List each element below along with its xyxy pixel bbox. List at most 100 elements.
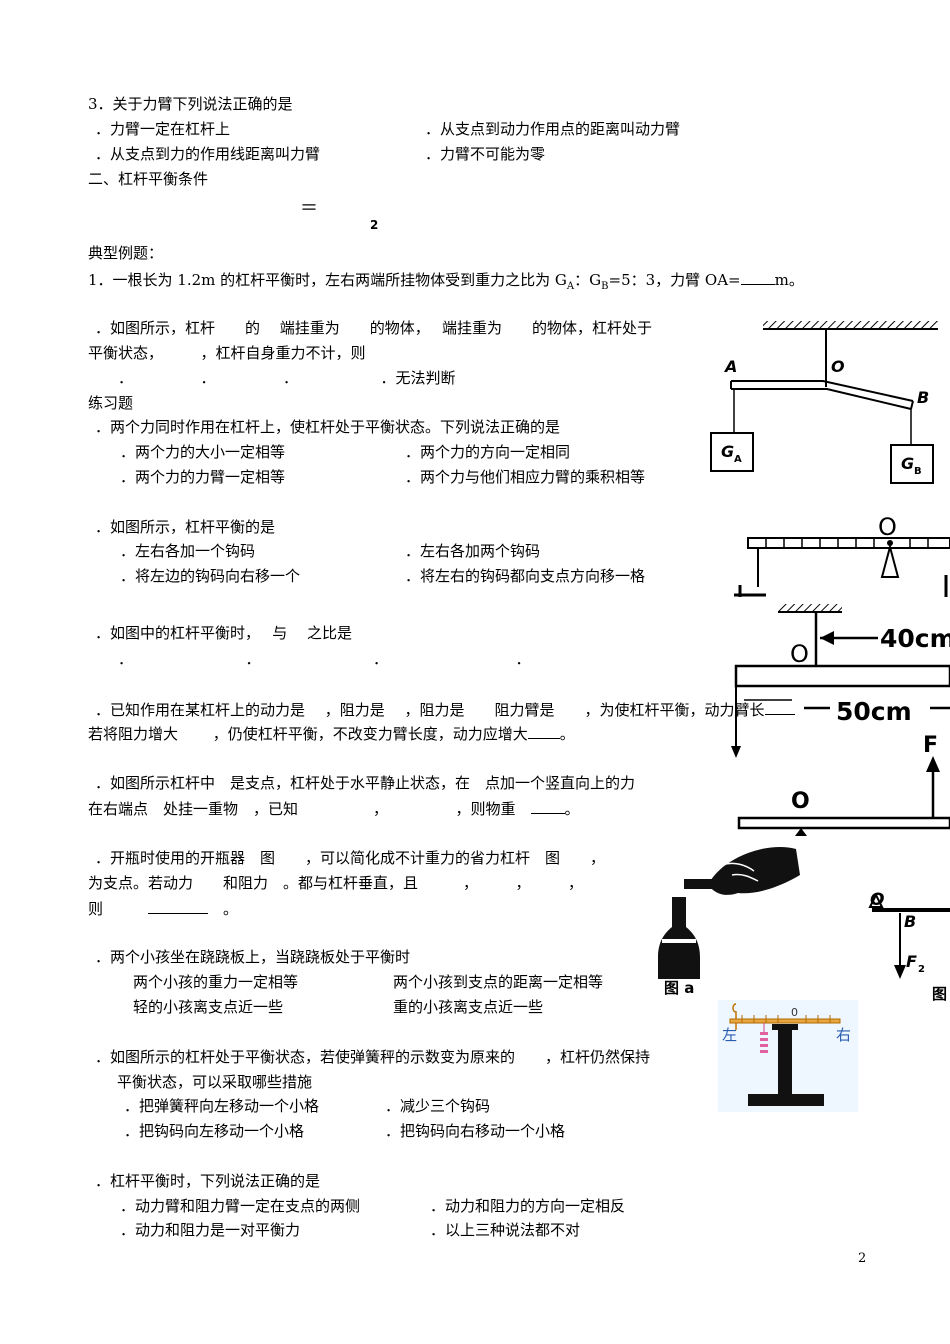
practice-7-option-a: 两个小孩的重力一定相等 [133, 973, 299, 991]
q3-option-a: ．力臂一定在杠杆上 [95, 120, 231, 138]
practice-4-end: 。 [559, 725, 575, 743]
q3-option-d: ．力臂不可能为零 [425, 145, 546, 163]
practice-7-title: ．两个小孩坐在跷跷板上，当跷跷板处于平衡时 [95, 948, 411, 966]
practice-1-option-c: ．两个力的力臂一定相等 [120, 468, 286, 486]
example-1-unit: m。 [774, 271, 804, 289]
balance-subscript: 2 [370, 218, 379, 232]
answer-blank[interactable] [740, 270, 775, 285]
pivot-dot [887, 540, 893, 546]
practice-4-line1: ．已知作用在某杠杆上的动力是 ，阻力是 ，阻力是 阻力臂是 ，为使杠杆平衡，动力… [95, 700, 795, 719]
gb-subscript: B [601, 281, 609, 292]
practice-7-option-c: 轻的小孩离支点近一些 [133, 998, 284, 1016]
lever-bar [737, 816, 950, 830]
practice-9-option-d: ．以上三种说法都不对 [430, 1221, 581, 1239]
figure-spring-scale-lever: 0 左 右 [718, 1000, 858, 1112]
practice-2-option-d: ．将左右的钩码都向支点方向移一格 [405, 567, 646, 585]
practice-1-option-d: ．两个力与他们相应力臂的乘积相等 [405, 468, 646, 486]
opener-tool [684, 879, 712, 889]
practice-8-option-c: ．把钩码向左移动一个小格 [124, 1122, 305, 1140]
q3-title: 3．关于力臂下列说法正确的是 [88, 95, 293, 113]
practice-7-option-d: 重的小孩离支点近一些 [393, 998, 544, 1016]
lever-ticks [741, 1015, 831, 1023]
caption-fig-a: 图 a [664, 979, 694, 997]
label-o: O [831, 357, 845, 376]
practice-8-option-d: ．把钩码向右移动一个小格 [385, 1122, 566, 1140]
lever-bar [729, 1018, 841, 1024]
label-b: B [904, 912, 916, 931]
example-1-text-mid: ：G [574, 271, 602, 289]
stand-top [772, 1024, 798, 1030]
practice-4-line2: 若将阻力增大 ，仍使杠杆平衡，不改变力臂长度，动力应增大。 [88, 724, 575, 743]
answer-blank[interactable] [530, 799, 565, 814]
answer-blank[interactable] [764, 700, 795, 715]
practice-8-line1: ．如图所示的杠杆处于平衡状态，若使弹簧秤的示数变为原来的 ，杠杆仍然保持 [95, 1048, 651, 1066]
practice-7-option-b: 两个小孩到支点的距离一定相等 [393, 973, 604, 991]
label-left: 左 [722, 1026, 737, 1044]
answer-blank[interactable] [148, 899, 209, 914]
practice-2-option-a: ．左右各加一个钩码 [120, 542, 256, 560]
lever-end-b [910, 400, 914, 410]
practice-3-title: ．如图中的杠杆平衡时， 与 之比是 [95, 624, 353, 642]
stand-base [748, 1094, 824, 1106]
label-right: 右 [836, 1026, 851, 1044]
example-2-line2: 平衡状态， ，杠杆自身重力不计，则 [88, 344, 366, 362]
ceiling-hatch [763, 321, 938, 329]
ga-subscript: A [566, 281, 575, 292]
examples-heading: 典型例题： [88, 244, 164, 262]
practice-1-title: ．两个力同时作用在杠杆上，使杠杆处于平衡状态。下列说法正确的是 [95, 418, 561, 436]
practice-9-title: ．杠杆平衡时，下列说法正确的是 [95, 1172, 321, 1190]
stand-pillar [778, 1024, 792, 1094]
label-50cm: 50cm [836, 697, 912, 726]
pivot [868, 892, 884, 908]
label-zero: 0 [791, 1006, 798, 1019]
label-gb: G [901, 454, 914, 473]
practice-1-option-b: ．两个力的方向一定相同 [405, 443, 571, 461]
practice-6-line3: 则 。 [88, 899, 238, 918]
practice-5-line1: ．如图所示杠杆中 是支点，杠杆处于水平静止状态，在 点加一个竖直向上的力 [95, 774, 636, 792]
practice-1-option-a: ．两个力的大小一定相等 [120, 443, 286, 461]
practice-3-options: ． ． ． ． [118, 650, 531, 668]
figure-length-lever: O 40cm 50cm [731, 604, 950, 758]
pivot-stand [880, 543, 900, 578]
practice-5-text2: 在右端点 处挂一重物 ，已知 ， ，则物重 [88, 800, 516, 818]
practice-9-option-a: ．动力臂和阻力臂一定在支点的两侧 [120, 1197, 361, 1215]
bottle-silhouette [658, 897, 700, 979]
example-1-text-post: =5：3，力臂 OA= [608, 271, 741, 289]
label-o: O [791, 789, 810, 814]
balance-equals-sign: ＝ [300, 198, 318, 219]
lever-lower-edge [731, 388, 912, 410]
lever-ticks [765, 538, 929, 548]
answer-blank[interactable] [527, 724, 560, 739]
force-left-head [731, 746, 741, 758]
practice-8-option-b: ．减少三个钩码 [385, 1097, 491, 1115]
label-ga: G [721, 442, 734, 461]
force-f2-head [894, 965, 906, 979]
caption-fig-b: 图 [932, 985, 947, 1003]
label-a: A [723, 357, 737, 376]
spring-scale-hook [732, 1003, 737, 1020]
practice-6-end: 。 [223, 900, 239, 918]
practice-6-line1: ．开瓶时使用的开瓶器 图 ，可以简化成不计重力的省力杠杆 图 ， [95, 849, 606, 867]
practice-2-option-b: ．左右各加两个钩码 [405, 542, 541, 560]
label-gb-sub: B [914, 466, 922, 477]
q3-option-c: ．从支点到力的作用线距离叫力臂 [95, 145, 321, 163]
hooked-weights [760, 1032, 768, 1053]
example-1-text-pre: 1．一根长为 1.2m 的杠杆平衡时，左右两端所挂物体受到重力之比为 G [88, 271, 567, 289]
weight-ga [710, 432, 754, 472]
practice-5-line2: 在右端点 处挂一重物 ，已知 ， ，则物重 。 [88, 799, 580, 818]
practice-8-option-a: ．把弹簧秤向左移动一个小格 [124, 1097, 320, 1115]
practice-5-end: 。 [564, 800, 580, 818]
practice-heading: 练习题 [88, 394, 134, 412]
label-f: F [923, 733, 938, 758]
pivot [795, 828, 807, 836]
practice-8-line2: 平衡状态，可以采取哪些措施 [117, 1073, 313, 1091]
label-o: O [790, 640, 809, 668]
hand-detail [721, 862, 755, 872]
lever-bar [747, 537, 950, 549]
figure-upward-force-lever: F O [737, 733, 950, 836]
figure-hook-lever: O [734, 513, 950, 597]
label-40cm: 40cm [880, 624, 950, 653]
hand-detail [731, 873, 759, 882]
ceiling-hatch [778, 604, 842, 612]
label-o: O [878, 513, 897, 541]
